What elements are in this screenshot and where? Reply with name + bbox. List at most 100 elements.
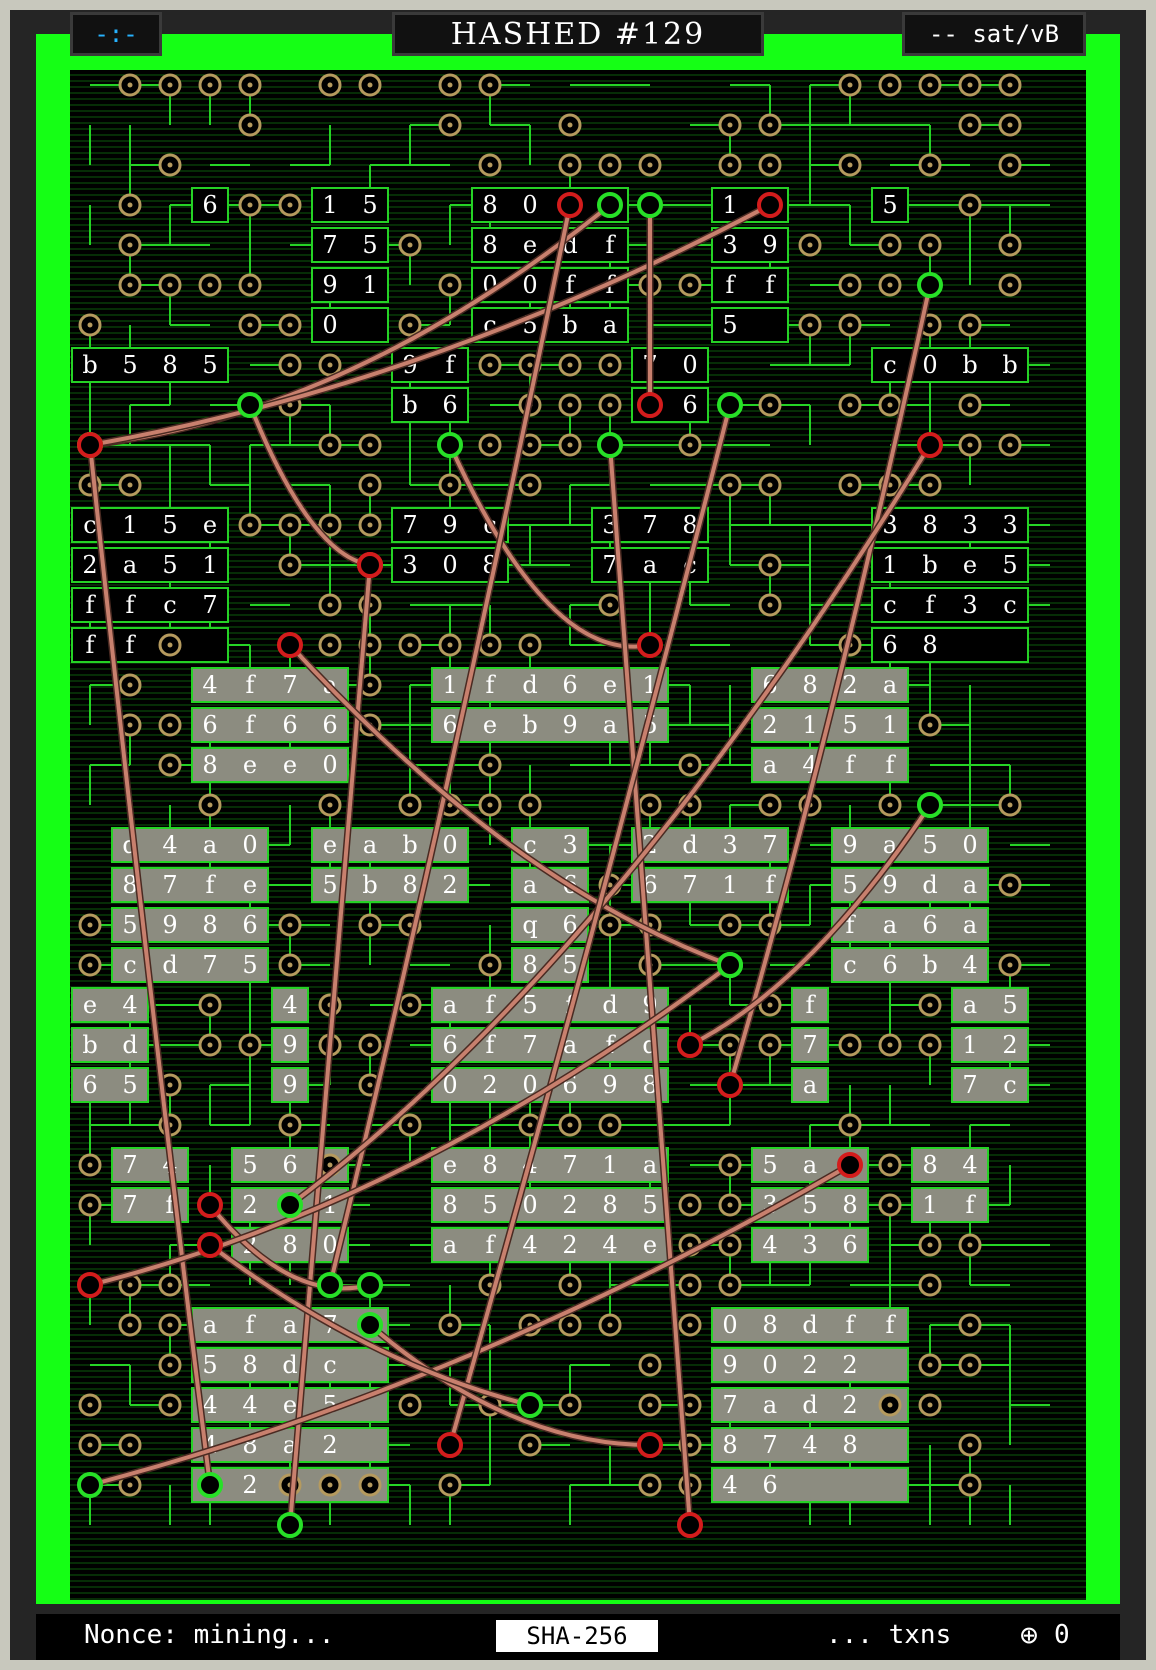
hex-glyph: c [323, 1351, 336, 1379]
hex-glyph: b [1002, 351, 1017, 379]
hex-glyph: f [966, 1191, 977, 1219]
hex-glyph: 9 [162, 911, 177, 939]
hex-glyph: 8 [202, 751, 217, 779]
hex-glyph: 7 [602, 551, 617, 579]
red-pin[interactable] [677, 1032, 703, 1058]
patch-wire[interactable] [328, 203, 572, 1287]
hex-glyph: 3 [722, 231, 737, 259]
red-pin[interactable] [717, 1072, 743, 1098]
red-pin[interactable] [77, 1272, 103, 1298]
hex-glyph: 5 [882, 191, 897, 219]
green-pin[interactable] [637, 192, 663, 218]
hex-glyph: a [963, 991, 977, 1019]
hex-glyph: 2 [1002, 1031, 1017, 1059]
hex-glyph: f [246, 671, 257, 699]
green-pin[interactable] [77, 1472, 103, 1498]
hex-glyph: 0 [722, 1311, 737, 1339]
red-pin[interactable] [917, 432, 943, 458]
green-pin[interactable] [357, 1272, 383, 1298]
hex-glyph: f [246, 711, 257, 739]
red-pin[interactable] [837, 1152, 863, 1178]
green-pin[interactable] [597, 432, 623, 458]
hex-glyph: a [443, 991, 457, 1019]
hex-glyph: 8 [442, 1191, 457, 1219]
hex-glyph: c [883, 591, 896, 619]
green-pin[interactable] [917, 272, 943, 298]
hex-glyph: e [323, 831, 337, 859]
hex-glyph: e [203, 511, 217, 539]
hex-tile: f7a [791, 987, 829, 1103]
menu-indicator[interactable]: -:- [70, 12, 162, 56]
green-pin[interactable] [917, 792, 943, 818]
red-pin[interactable] [637, 1432, 663, 1458]
patch-wire[interactable] [608, 443, 692, 1527]
green-pin[interactable] [357, 1312, 383, 1338]
patch-wires[interactable] [86, 201, 934, 1529]
hex-glyph: a [763, 1391, 777, 1419]
green-pin[interactable] [277, 1512, 303, 1538]
red-pin[interactable] [357, 552, 383, 578]
hex-glyph: a [523, 871, 537, 899]
hex-glyph: 0 [322, 1231, 337, 1259]
hex-glyph: 0 [442, 1071, 457, 1099]
hex-glyph: 9 [562, 711, 577, 739]
hex-glyph: 3 [802, 1231, 817, 1259]
patch-wire[interactable] [368, 1323, 652, 1447]
hex-glyph: 0 [522, 191, 537, 219]
hex-glyph: b [402, 831, 417, 859]
patch-wire[interactable] [88, 203, 772, 447]
hex-glyph: 1 [442, 671, 457, 699]
red-pin[interactable] [197, 1232, 223, 1258]
hex-glyph: 4 [522, 1231, 537, 1259]
hex-glyph: 0 [322, 311, 337, 339]
red-pin[interactable] [557, 192, 583, 218]
hex-glyph: a [603, 311, 617, 339]
wire-pins[interactable] [77, 192, 943, 1538]
hex-glyph: 8 [482, 191, 497, 219]
patch-wire[interactable] [728, 283, 932, 1087]
hex-glyph: 1 [722, 191, 737, 219]
hex-glyph: 1 [962, 1031, 977, 1059]
green-pin[interactable] [277, 1192, 303, 1218]
hex-glyph: a [203, 831, 217, 859]
patch-wire[interactable] [688, 803, 932, 1047]
patch-wire[interactable] [248, 403, 372, 567]
globe-icon: ⊕ [1020, 1618, 1039, 1653]
patch-wire[interactable] [208, 1203, 372, 1291]
green-pin[interactable] [437, 432, 463, 458]
green-pin[interactable] [197, 1472, 223, 1498]
hex-glyph: 1 [922, 1191, 937, 1219]
patch-wire[interactable] [288, 643, 732, 967]
red-pin[interactable] [77, 432, 103, 458]
green-pin[interactable] [237, 392, 263, 418]
red-pin[interactable] [277, 632, 303, 658]
solder-pads [78, 73, 1022, 1497]
hex-glyph: 0 [242, 831, 257, 859]
red-pin[interactable] [637, 632, 663, 658]
green-pin[interactable] [597, 192, 623, 218]
green-pin[interactable] [317, 1272, 343, 1298]
green-pin[interactable] [717, 952, 743, 978]
red-pin[interactable] [637, 392, 663, 418]
hex-glyph: 0 [522, 1191, 537, 1219]
red-pin[interactable] [677, 1512, 703, 1538]
red-pin[interactable] [197, 1192, 223, 1218]
hex-glyph: f [486, 991, 497, 1019]
green-pin[interactable] [517, 1392, 543, 1418]
hex-glyph: 5 [242, 951, 257, 979]
patch-wire[interactable] [88, 1163, 852, 1487]
patch-wire[interactable] [448, 403, 732, 1447]
patch-wire[interactable] [288, 563, 372, 1527]
block-title: HASHED #129 [392, 12, 764, 56]
patch-wire[interactable] [288, 443, 932, 1207]
patch-wire[interactable] [88, 443, 212, 1487]
red-pin[interactable] [437, 1432, 463, 1458]
red-pin[interactable] [757, 192, 783, 218]
patch-wire[interactable] [208, 1243, 532, 1407]
patch-wire[interactable] [88, 963, 732, 1287]
green-pin[interactable] [717, 392, 743, 418]
